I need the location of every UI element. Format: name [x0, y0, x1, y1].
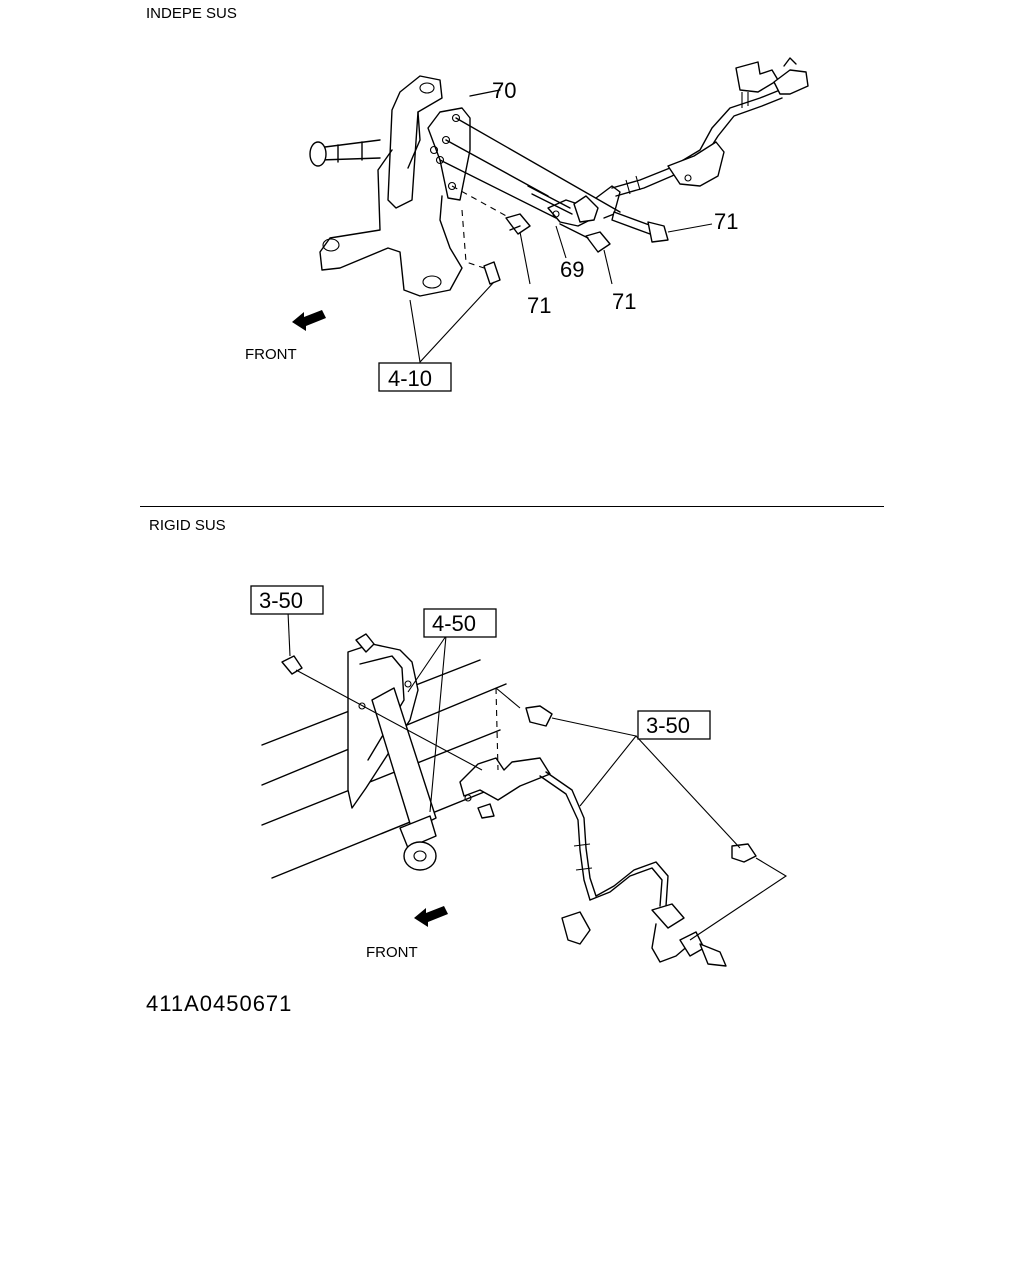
callout-71-right: 71 — [714, 209, 738, 234]
front-arrow-icon — [292, 310, 326, 331]
ref-box-4-50 — [423, 608, 497, 638]
document-code: 411A0450671 — [146, 991, 293, 1016]
sensor-bracket-70 — [427, 107, 471, 201]
knuckle-assembly — [309, 75, 463, 297]
ref-box-3-50-left — [250, 585, 324, 615]
ref-3-50-left: 3-50 — [259, 588, 303, 613]
sensor-harness-top — [611, 57, 809, 197]
front-label-top: FRONT — [245, 346, 297, 363]
shock-absorber — [371, 687, 437, 871]
section-title-indepe-sus: INDEPE SUS — [146, 5, 237, 22]
front-label-bottom: FRONT — [366, 944, 418, 961]
callout-69: 69 — [560, 257, 584, 282]
bolts-71 — [483, 211, 669, 285]
sensor-harness-bottom — [539, 771, 727, 967]
fasteners-bottom — [281, 655, 757, 863]
section-title-rigid-sus: RIGID SUS — [149, 517, 226, 534]
callout-71-lower-left: 71 — [527, 293, 551, 318]
section-divider — [140, 506, 884, 507]
ref-4-50: 4-50 — [432, 611, 476, 636]
ref-box-4-10 — [378, 362, 452, 392]
callout-71-lower-right: 71 — [612, 289, 636, 314]
ref-4-10: 4-10 — [388, 366, 432, 391]
callout-70: 70 — [492, 78, 516, 103]
ref-3-50-right: 3-50 — [646, 713, 690, 738]
sensor-bracket-bottom — [459, 757, 551, 819]
ref-box-3-50-right — [637, 710, 711, 740]
abs-sensor-69 — [527, 185, 621, 227]
front-arrow-icon — [414, 906, 448, 927]
